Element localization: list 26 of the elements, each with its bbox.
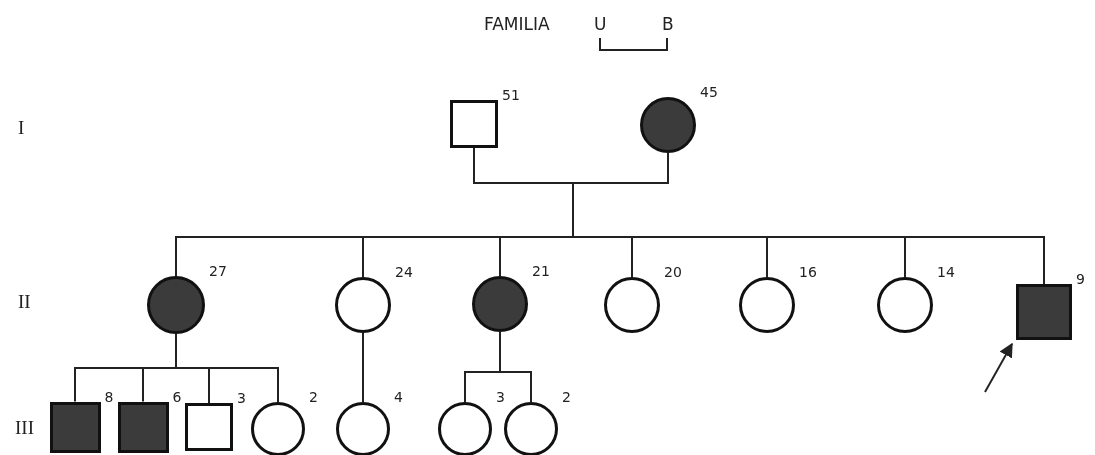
age-label: 21 — [532, 264, 550, 278]
generation-numeral: I — [18, 118, 25, 137]
age-label: 2 — [562, 390, 571, 404]
family-letter: U — [594, 16, 607, 33]
generation-numeral: III — [15, 418, 34, 437]
pedigree-line — [362, 332, 364, 403]
age-label: 27 — [209, 264, 227, 278]
age-label: 8 — [104, 389, 114, 404]
age-label: 3 — [237, 391, 246, 405]
age-label: 14 — [937, 265, 955, 279]
age-label: 9 — [1076, 272, 1085, 286]
pedigree-line — [175, 333, 279, 403]
age-label: 20 — [664, 265, 682, 279]
age-label: 24 — [395, 265, 413, 279]
title: FAMILIA — [484, 16, 550, 33]
pointer-arrow — [984, 342, 1013, 393]
generation-numeral: II — [18, 292, 31, 311]
age-label: 4 — [394, 390, 403, 404]
family-letter: B — [662, 16, 674, 33]
age-label: 3 — [496, 390, 505, 404]
age-label: 2 — [309, 390, 318, 404]
age-label: 45 — [700, 85, 718, 99]
age-label: 51 — [502, 88, 520, 102]
age-label: 6 — [172, 389, 182, 404]
age-label: 16 — [799, 265, 817, 279]
pedigree-line — [499, 331, 532, 403]
